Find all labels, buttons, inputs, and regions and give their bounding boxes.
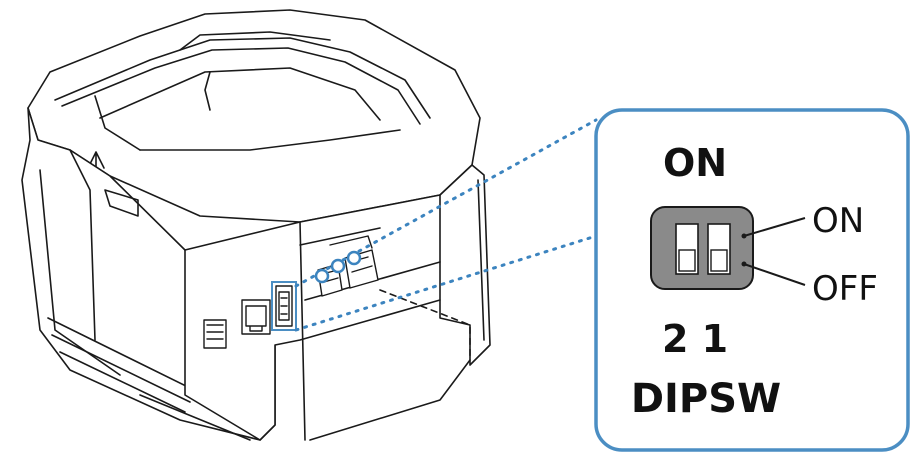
dipsw-callout: ON ON OFF 2 1 DIPSW — [594, 108, 910, 452]
on-indicator-line — [743, 217, 806, 237]
leader-dot-1 — [314, 268, 330, 284]
on-position-label: ON — [812, 201, 864, 241]
printer-illustration — [21, 9, 491, 441]
leader-dots — [314, 250, 362, 284]
leader-line-lower — [294, 234, 598, 332]
leader-dot-3 — [346, 250, 362, 266]
dipsw-label: DIPSW — [631, 376, 781, 422]
dipsw-highlight — [271, 281, 297, 331]
dipsw-toggle-1 — [710, 249, 728, 272]
leader-dot-2 — [330, 258, 346, 274]
printer-rear-panel — [184, 194, 441, 441]
off-position-label: OFF — [812, 269, 878, 309]
dip-switch-icon — [650, 206, 754, 290]
power-connector — [203, 319, 227, 349]
leader-lines — [294, 118, 598, 332]
dipsw-toggle-2 — [678, 249, 696, 272]
switch-numbers: 2 1 — [662, 317, 728, 361]
printer-paper-slot — [54, 37, 431, 119]
printer-right-side — [439, 164, 491, 366]
leader-line-upper — [294, 118, 598, 288]
switch-header-on: ON — [663, 141, 727, 185]
off-indicator-line — [743, 263, 806, 286]
dipsw-body — [650, 206, 754, 290]
